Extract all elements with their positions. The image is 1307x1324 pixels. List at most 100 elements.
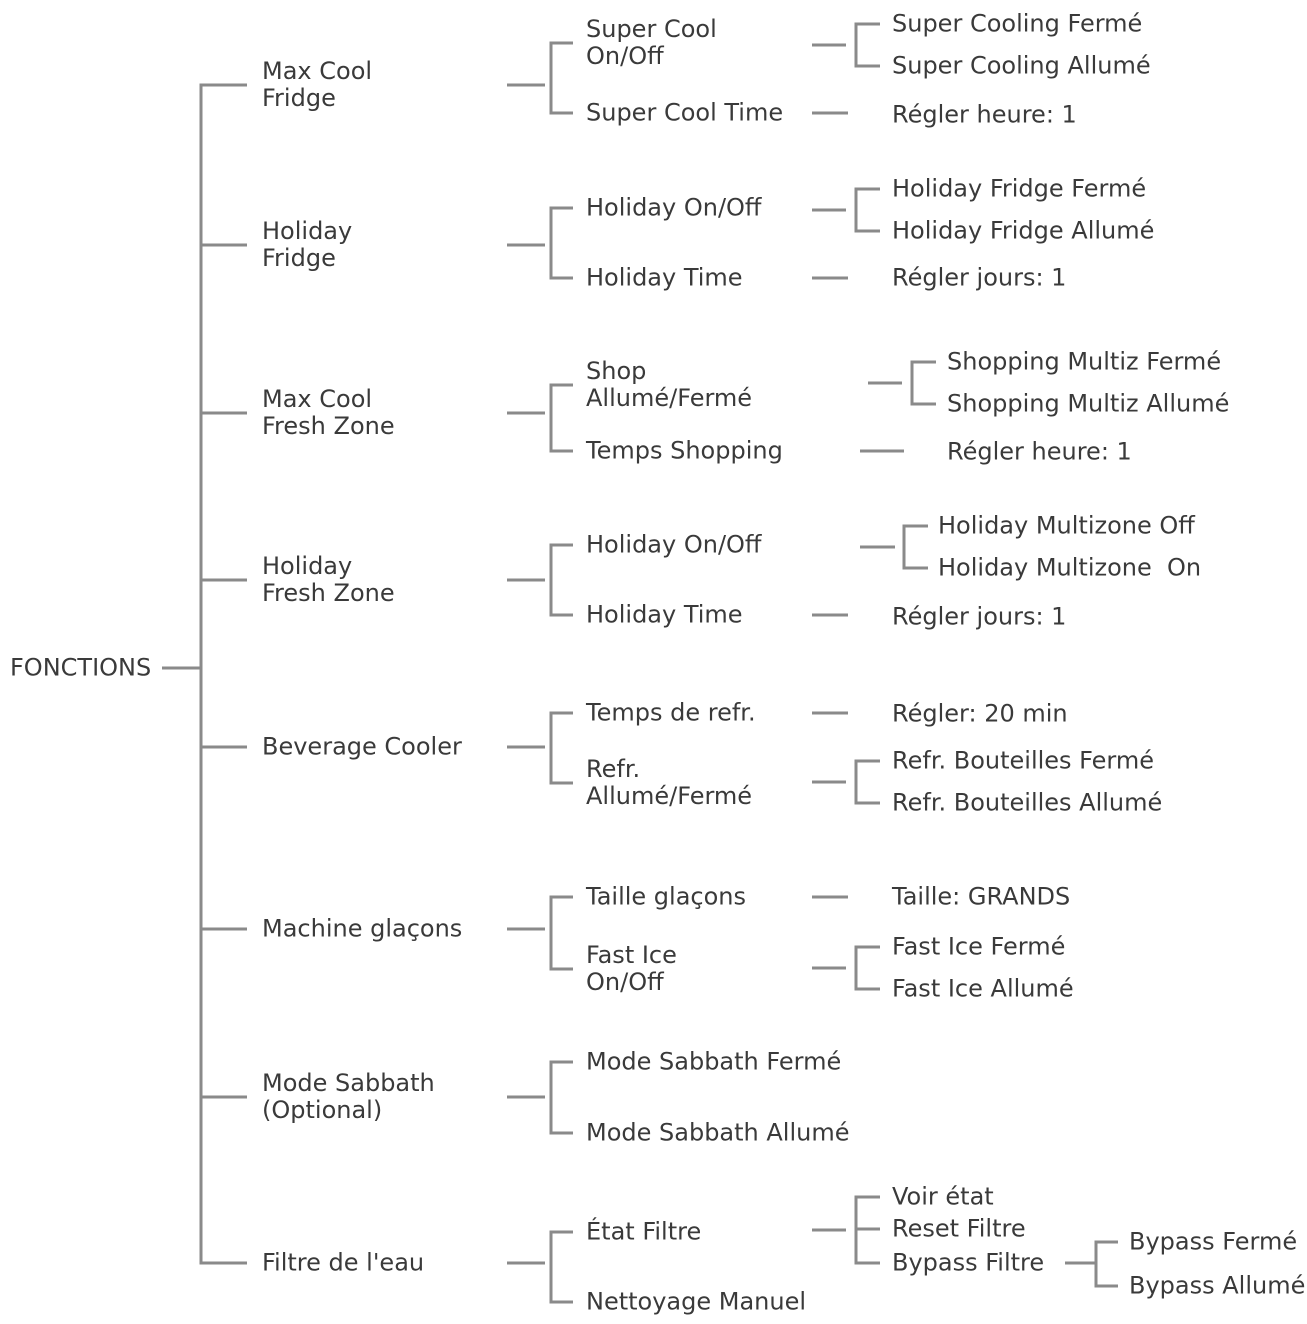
value-label: Holiday Multizone On: [938, 553, 1202, 582]
function-label-line: Beverage Cooler: [262, 732, 462, 761]
option-label-line: Fast Ice: [586, 941, 677, 969]
value-label: Holiday Fridge Fermé: [892, 174, 1147, 203]
value-label-text: Refr. Bouteilles Allumé: [892, 788, 1163, 817]
value-label-text: Super Cooling Fermé: [892, 9, 1143, 38]
sub-value-label-text: Bypass Fermé: [1129, 1227, 1298, 1256]
value-label-text: Refr. Bouteilles Fermé: [892, 746, 1155, 775]
value-label: Régler heure: 1: [892, 100, 1077, 129]
option-label-line: Holiday On/Off: [586, 193, 762, 222]
sub-value-label-text: Bypass Allumé: [1129, 1271, 1306, 1300]
option-label: Refr.Allumé/Fermé: [586, 756, 752, 810]
option-label-line: Holiday On/Off: [586, 530, 762, 559]
value-label-line: Taille: GRANDS: [892, 882, 1071, 911]
value-label-line: Régler heure: 1: [947, 437, 1132, 466]
option-label-line: Shop: [586, 357, 647, 385]
option-label-line: Taille glaçons: [586, 882, 746, 911]
option-label-line: État Filtre: [586, 1217, 702, 1246]
value-label: Taille: GRANDS: [892, 882, 1071, 911]
option-label: Mode Sabbath Allumé: [586, 1118, 850, 1147]
function-label-line: Max Cool: [262, 57, 373, 85]
option-label: Holiday Time: [586, 600, 743, 629]
value-label-text: Fast Ice Allumé: [892, 974, 1074, 1003]
value-label-text: Holiday Multizone Off: [938, 511, 1195, 540]
function-label-line: Fridge: [262, 84, 336, 112]
value-label-text: Reset Filtre: [892, 1214, 1026, 1243]
option-label-line: Holiday Time: [586, 263, 743, 292]
value-label-text: Shopping Multiz Allumé: [947, 389, 1230, 418]
function-label-line: Fresh Zone: [262, 412, 395, 440]
value-label: Voir état: [892, 1182, 994, 1211]
option-label: Temps de refr.: [586, 698, 756, 727]
option-label: Temps Shopping: [586, 437, 783, 465]
value-label: Régler heure: 1: [947, 437, 1132, 466]
option-label-line: Allumé/Fermé: [586, 384, 753, 412]
function-label: Machine glaçons: [262, 914, 463, 943]
option-label-line: Temps de refr.: [586, 698, 756, 727]
value-label-line: Régler jours: 1: [892, 263, 1067, 292]
option-label-line: On/Off: [586, 42, 664, 70]
function-label-line: Machine glaçons: [262, 914, 463, 943]
value-label-text: Super Cooling Allumé: [892, 51, 1151, 80]
root-label-text: FONCTIONS: [10, 653, 152, 682]
option-label: Taille glaçons: [586, 882, 746, 911]
value-label-text: Bypass Filtre: [892, 1248, 1045, 1277]
value-label: Refr. Bouteilles Allumé: [892, 788, 1163, 817]
option-label-line: On/Off: [586, 968, 664, 996]
function-label: Mode Sabbath(Optional): [262, 1070, 435, 1124]
option-label-line: Super Cool Time: [586, 98, 784, 127]
sub-value-label: Bypass Fermé: [1129, 1227, 1298, 1256]
option-label-line: Holiday Time: [586, 600, 743, 629]
option-label: Nettoyage Manuel: [586, 1287, 807, 1316]
option-label-line: Super Cool: [586, 15, 717, 43]
value-label: Régler jours: 1: [892, 263, 1067, 292]
value-label: Fast Ice Allumé: [892, 974, 1074, 1003]
root-label: FONCTIONS: [10, 653, 152, 682]
function-label-line: Holiday: [262, 217, 353, 245]
value-label-line: Régler jours: 1: [892, 602, 1067, 631]
value-label: Super Cooling Allumé: [892, 51, 1151, 80]
function-label-line: Filtre de l'eau: [262, 1248, 425, 1277]
value-label-text: Voir état: [892, 1182, 994, 1211]
value-label-text: Fast Ice Fermé: [892, 932, 1066, 961]
function-label-line: Fresh Zone: [262, 579, 395, 607]
option-label: État Filtre: [586, 1217, 702, 1246]
option-label-line: Nettoyage Manuel: [586, 1287, 807, 1316]
value-label: Shopping Multiz Fermé: [947, 348, 1221, 376]
value-label-text: Holiday Fridge Allumé: [892, 216, 1155, 245]
value-label: Régler: 20 min: [892, 699, 1068, 728]
option-label-line: Allumé/Fermé: [586, 782, 753, 810]
function-label: Beverage Cooler: [262, 732, 462, 761]
option-label-line: Mode Sabbath Allumé: [586, 1118, 850, 1147]
value-label: Régler jours: 1: [892, 602, 1067, 631]
function-label-line: Holiday: [262, 552, 353, 580]
option-label-line: Refr.: [586, 755, 641, 783]
option-label-line: Mode Sabbath Fermé: [586, 1047, 842, 1076]
sub-value-label: Bypass Allumé: [1129, 1271, 1306, 1300]
value-label: Holiday Fridge Allumé: [892, 216, 1155, 245]
value-label: Holiday Multizone Off: [938, 511, 1195, 540]
value-label: Fast Ice Fermé: [892, 932, 1066, 961]
value-label: Reset Filtre: [892, 1214, 1026, 1243]
value-label-line: Régler heure: 1: [892, 100, 1077, 129]
value-label-text: Holiday Multizone On: [938, 553, 1202, 582]
function-label: Filtre de l'eau: [262, 1248, 425, 1277]
option-label: Super Cool Time: [586, 98, 784, 127]
function-label-line: (Optional): [262, 1096, 383, 1124]
value-label: Bypass Filtre: [892, 1248, 1045, 1277]
value-label: Refr. Bouteilles Fermé: [892, 746, 1155, 775]
value-label-text: Holiday Fridge Fermé: [892, 174, 1147, 203]
option-label: Holiday On/Off: [586, 530, 762, 559]
function-label-line: Max Cool: [262, 385, 373, 413]
value-label-line: Régler: 20 min: [892, 699, 1068, 728]
function-label-line: Fridge: [262, 244, 336, 272]
value-label: Super Cooling Fermé: [892, 9, 1143, 38]
